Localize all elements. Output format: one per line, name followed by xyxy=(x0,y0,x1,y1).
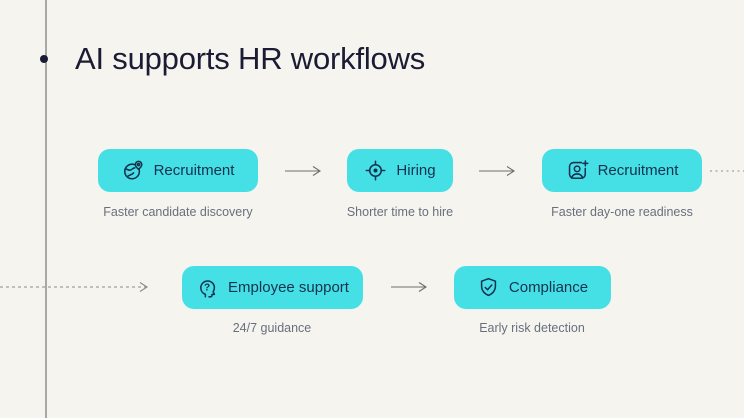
svg-text:?: ? xyxy=(204,282,210,293)
node-employee-support: ? Employee support xyxy=(182,266,363,309)
page-title: AI supports HR workflows xyxy=(75,41,426,76)
person-add-icon xyxy=(566,159,589,182)
title-bullet-dot xyxy=(40,55,48,63)
node-caption: Faster candidate discovery xyxy=(103,205,253,219)
node-caption: Early risk detection xyxy=(479,321,585,335)
node-hiring: Hiring xyxy=(347,149,453,192)
left-guide-line xyxy=(45,0,47,418)
node-recruitment-2: Recruitment xyxy=(542,149,702,192)
arrow-right-icon xyxy=(391,282,428,292)
target-icon xyxy=(364,159,387,182)
node-compliance: Compliance xyxy=(454,266,611,309)
node-caption: Faster day-one readiness xyxy=(551,205,693,219)
dotted-arrow-in xyxy=(0,282,149,292)
shield-check-icon xyxy=(477,276,500,299)
node-label: Recruitment xyxy=(597,162,679,179)
dotted-line-continuation xyxy=(710,170,744,172)
node-recruitment-1: Recruitment xyxy=(98,149,258,192)
head-question-icon: ? xyxy=(196,276,219,299)
node-caption: Shorter time to hire xyxy=(346,205,454,219)
node-label: Compliance xyxy=(508,279,589,296)
node-caption: 24/7 guidance xyxy=(232,321,312,335)
node-label: Recruitment xyxy=(153,162,235,179)
globe-pin-icon xyxy=(122,159,145,182)
node-label: Employee support xyxy=(228,279,349,296)
node-label: Hiring xyxy=(396,162,436,179)
arrow-right-icon xyxy=(479,166,516,176)
arrow-right-icon xyxy=(285,166,322,176)
